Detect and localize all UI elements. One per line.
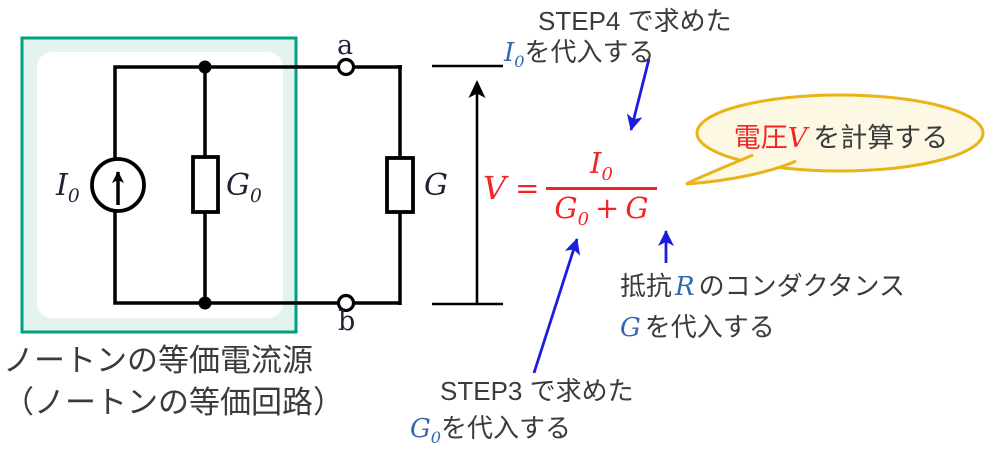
- voltage-formula: V = I0 G0+G: [483, 146, 657, 230]
- resistor-g-symbol: [385, 156, 415, 214]
- norton-box-inner: [37, 52, 283, 318]
- annotation-step3-line2: G0を代入する: [410, 413, 572, 448]
- arrow-step3-to-g0: [532, 238, 581, 374]
- wire-top: [113, 65, 402, 160]
- terminal-b-label: b: [338, 306, 356, 337]
- formula-denominator: G0+G: [546, 186, 657, 230]
- caption-line2: （ノートンの等価回路）: [3, 385, 344, 420]
- formula-numerator: I0: [590, 146, 613, 185]
- wire-bottom: [113, 210, 400, 305]
- formula-fraction: I0 G0+G: [546, 146, 657, 230]
- caption: ノートンの等価電流源 （ノートンの等価回路）: [3, 340, 344, 424]
- resistor-g-label: G: [424, 168, 448, 203]
- speech-bubble: [695, 93, 985, 173]
- conductance-g0-symbol: [191, 155, 220, 214]
- terminal-a-circle: [336, 57, 356, 77]
- formula-lhs: V: [483, 168, 507, 207]
- junction-dot-bottom: [198, 296, 212, 310]
- current-source-label: I0: [56, 168, 80, 207]
- caption-line1: ノートンの等価電流源: [3, 343, 313, 378]
- arrow-step4-to-i0: [626, 58, 651, 131]
- annotation-step3-line1: STEP3 で求めた: [440, 376, 634, 406]
- speech-bubble-tail: [685, 153, 797, 186]
- terminal-a-label: a: [337, 30, 354, 61]
- junction-dot-top: [198, 60, 212, 74]
- annotation-step4-line1: STEP4 で求めた: [538, 6, 732, 36]
- annotation-step4-line2: I0を代入する: [504, 37, 655, 72]
- conductance-g0-label: G0: [226, 168, 262, 207]
- terminal-b-circle: [336, 293, 356, 313]
- formula-equals: =: [515, 170, 540, 205]
